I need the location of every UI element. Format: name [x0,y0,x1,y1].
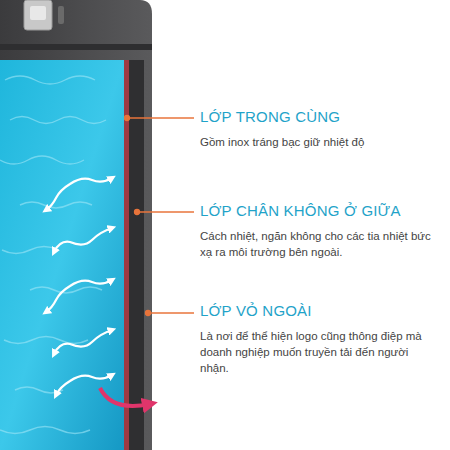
lid-seam [0,44,152,50]
layer-description: Gồm inox tráng bạc giữ nhiệt độ [200,134,440,150]
layer-heading: LỚP TRONG CÙNG [200,108,440,125]
layer-heading: LỚP CHÂN KHÔNG Ở GIỮA [200,202,445,219]
heat-arrow [46,178,112,395]
water-ripples [0,76,106,434]
outer-shell [0,0,152,450]
layer-description: Là nơi để thể hiện logo cũng thông điệp … [200,328,440,376]
lid-button [58,6,64,24]
lid-clasp [30,6,46,20]
layer-description: Cách nhiệt, ngăn không cho các tia nhiệt… [200,228,440,260]
leader-line [125,116,195,316]
water [0,60,124,450]
inner-layer [124,60,129,450]
outward-arrow [100,388,150,406]
lid-clasp [24,0,52,30]
layer-heading: LỚP VỎ NGOÀI [200,302,440,319]
